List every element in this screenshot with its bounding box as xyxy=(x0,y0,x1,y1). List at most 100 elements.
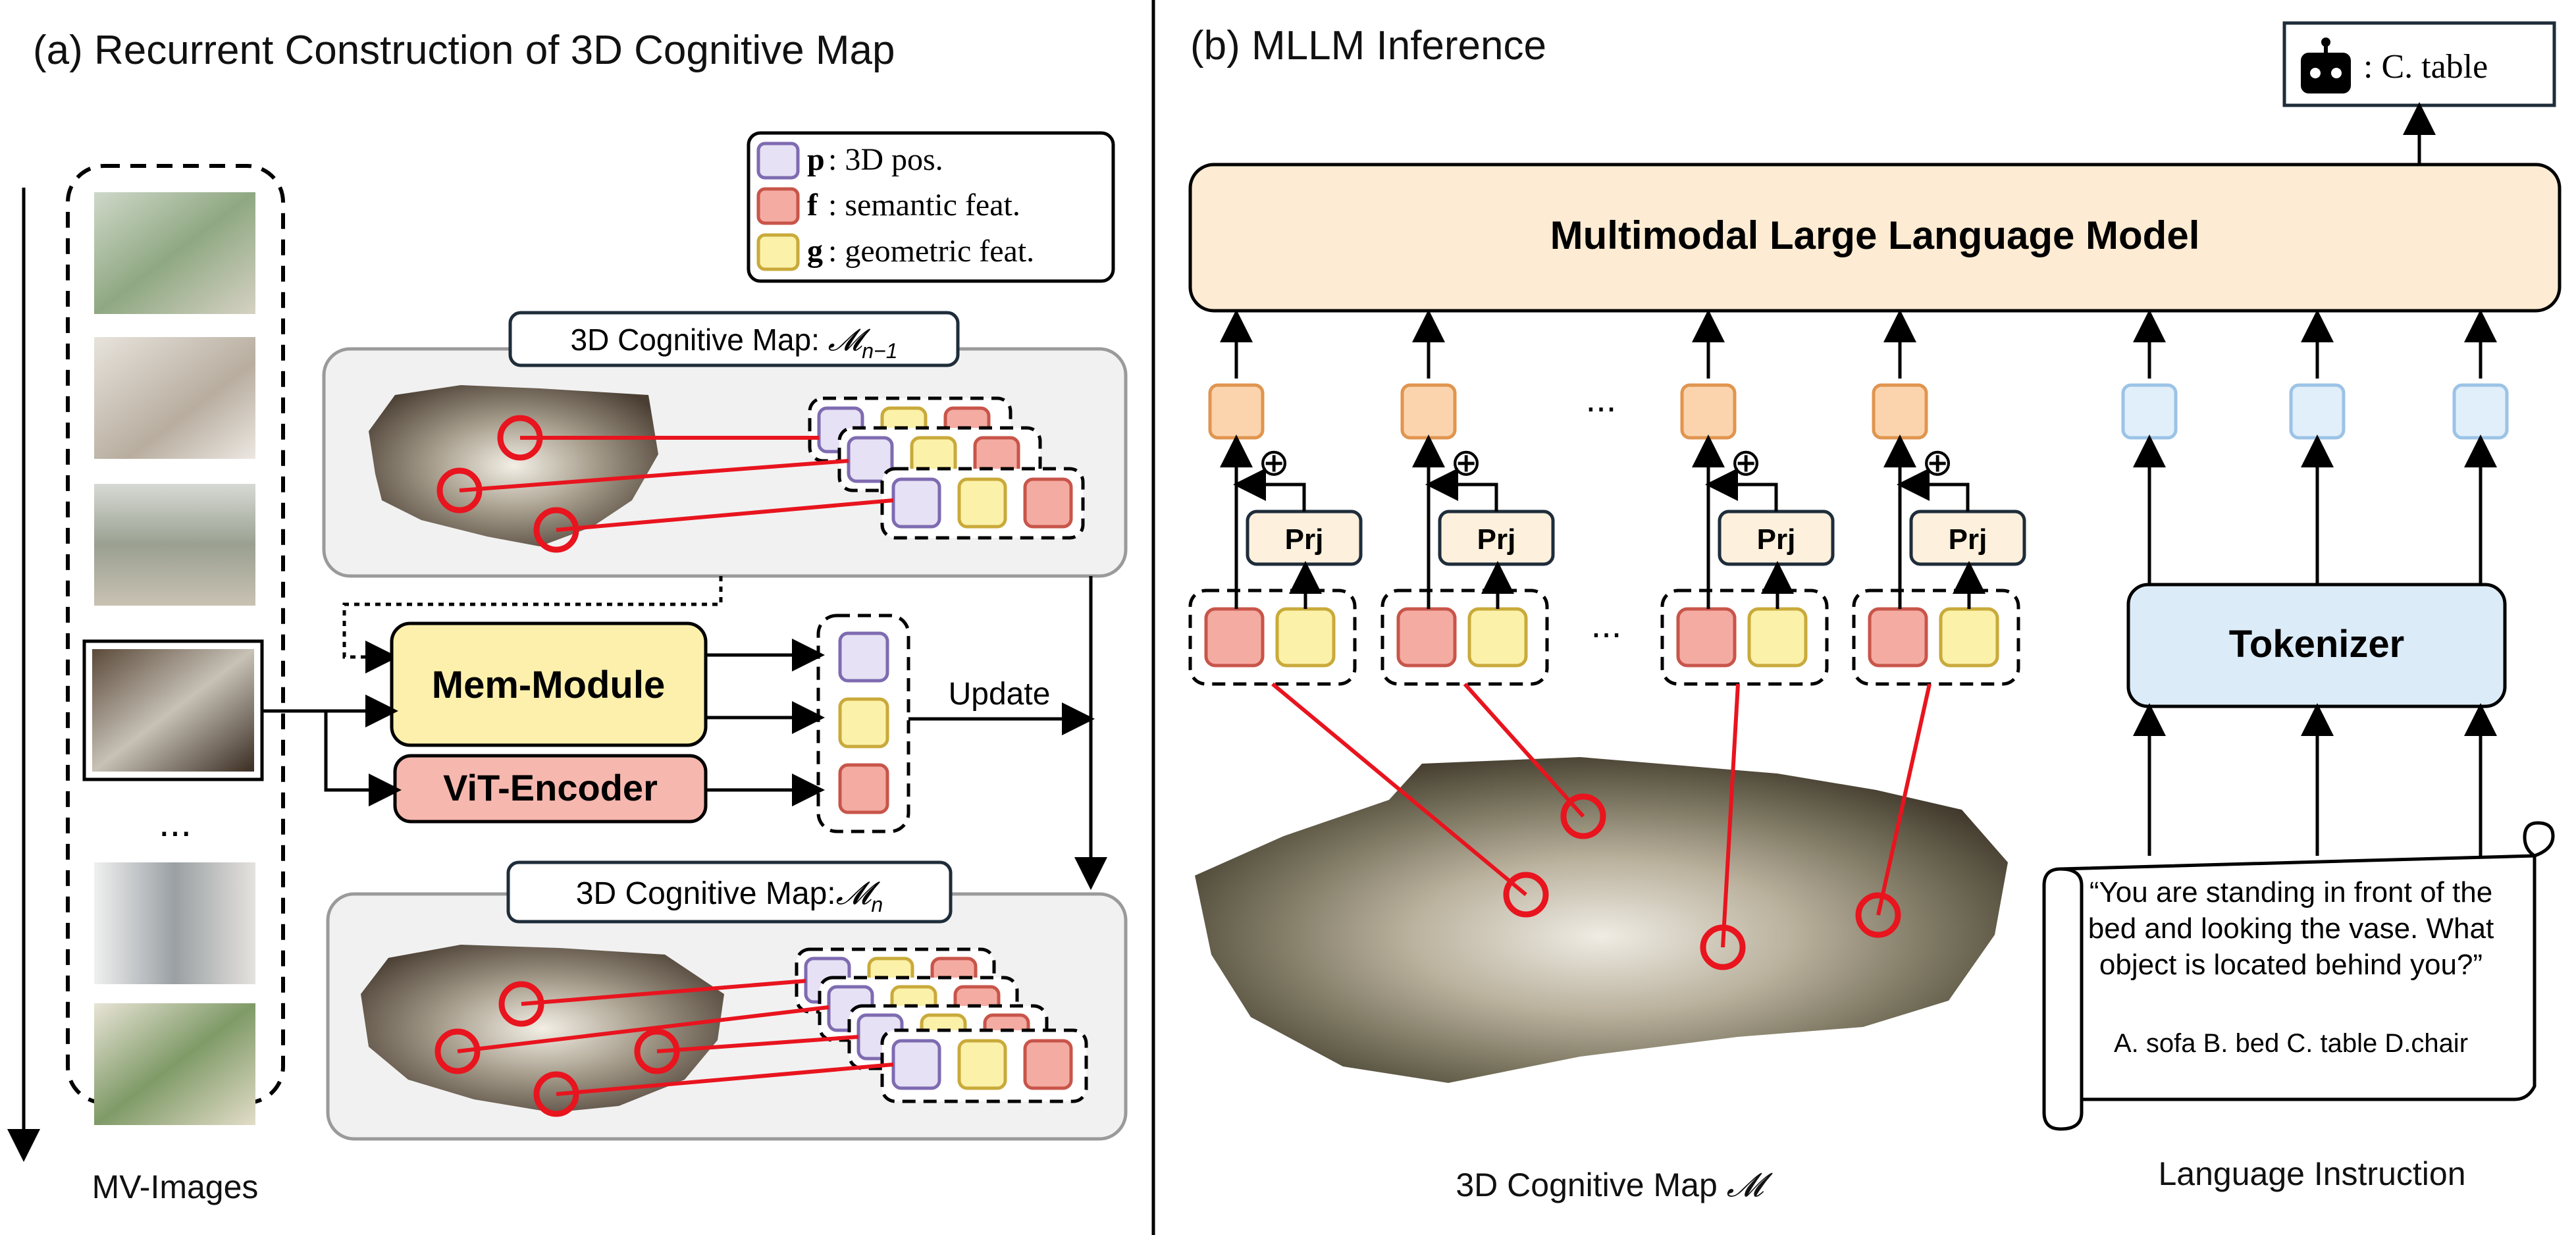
module-to-features-arrows xyxy=(706,639,825,806)
legend-swatch-semantic xyxy=(756,187,800,225)
map-point-circle xyxy=(436,467,483,513)
mem-module-box xyxy=(390,621,708,747)
feat-pos xyxy=(891,477,941,529)
instruction-to-tokenizer-arrows xyxy=(2133,703,2497,856)
feat-sem xyxy=(1023,1039,1073,1090)
legend-swatch-geometric xyxy=(756,233,800,271)
language-token xyxy=(2121,383,2178,440)
scene-prev xyxy=(369,385,658,546)
new-feat-sem xyxy=(838,763,889,814)
mv-images-ellipsis: ... xyxy=(159,801,192,845)
feat-pos xyxy=(891,1039,941,1090)
map-token xyxy=(1400,383,1457,440)
instruction-line-2: bed and looking the vase. What xyxy=(2088,912,2494,945)
prj-group-2: Prj ⊕ xyxy=(1380,434,1555,686)
map-point-circle xyxy=(434,1028,481,1074)
feat-geo xyxy=(1747,607,1808,668)
prj-label: Prj xyxy=(1757,523,1796,556)
instruction-line-1: “You are standing in front of the xyxy=(2090,876,2492,908)
robot-icon xyxy=(2301,38,2351,93)
prj-group-4: Prj ⊕ xyxy=(1852,434,2026,686)
mem-module-label: Mem-Module xyxy=(432,664,665,706)
map-point-circle xyxy=(1700,924,1746,970)
instruction-line-3: object is located behind you?” xyxy=(2099,949,2483,981)
tokenizer-label: Tokenizer xyxy=(2229,623,2404,666)
token-to-mllm-arrows xyxy=(1220,309,2497,379)
output-answer: : C. table xyxy=(2363,48,2488,86)
prj-label: Prj xyxy=(1285,523,1324,556)
prj-group-1: Prj ⊕ xyxy=(1188,434,1363,686)
map-point-circle xyxy=(533,507,579,553)
legend-label-pos: : 3D pos. xyxy=(828,142,943,177)
legend-label-geometric: : geometric feat. xyxy=(828,234,1034,269)
map-point-circle xyxy=(498,981,544,1027)
language-token xyxy=(2289,383,2346,440)
token-ellipsis-top: ... xyxy=(1586,378,1617,419)
map-point-circle xyxy=(497,415,543,461)
map-token xyxy=(1872,383,1928,440)
vit-encoder-label: ViT-Encoder xyxy=(443,767,658,808)
mv-image-2 xyxy=(94,337,255,459)
scene-large xyxy=(1195,757,2008,1083)
prj-label: Prj xyxy=(1477,523,1516,556)
prj-group-3: Prj ⊕ xyxy=(1660,434,1835,686)
instruction-scroll xyxy=(2042,821,2555,1131)
feat-geo xyxy=(1467,607,1528,668)
oplus-symbol: ⊕ xyxy=(1258,441,1290,484)
oplus-symbol: ⊕ xyxy=(1730,441,1762,484)
feat-geo xyxy=(1275,607,1336,668)
legend-swatch-pos xyxy=(756,142,800,180)
oplus-symbol: ⊕ xyxy=(1450,441,1483,484)
mv-image-5 xyxy=(94,862,255,984)
update-label: Update xyxy=(949,677,1051,712)
map-token xyxy=(1680,383,1737,440)
prev-map-links xyxy=(436,415,894,553)
mllm-label: Multimodal Large Language Model xyxy=(1550,213,2200,257)
panel-b-title: (b) MLLM Inference xyxy=(1190,23,1546,68)
curr-map-links xyxy=(434,979,894,1117)
memory-feedback-dotted xyxy=(342,576,723,673)
feat-sem xyxy=(1396,607,1457,668)
cognitive-map-curr-label-box xyxy=(506,860,953,924)
feat-sem xyxy=(1868,607,1928,668)
feat-geo xyxy=(957,1039,1007,1090)
mv-image-3 xyxy=(94,484,255,606)
feat-sem xyxy=(1023,477,1073,529)
map-point-circle xyxy=(634,1028,680,1074)
oplus-symbol: ⊕ xyxy=(1922,441,1954,484)
new-feat-pos xyxy=(838,631,889,683)
map-point-circle xyxy=(1855,892,1901,938)
legend-symbol-f: f xyxy=(807,188,818,223)
mv-image-6 xyxy=(94,1003,255,1125)
map-point-circle xyxy=(1503,872,1549,918)
new-feat-geo xyxy=(838,697,889,749)
prj-label: Prj xyxy=(1949,523,1987,556)
legend-symbol-g: g xyxy=(807,234,823,269)
legend-label-semantic: : semantic feat. xyxy=(828,188,1020,223)
feat-geo xyxy=(957,477,1007,529)
large-map-links xyxy=(1271,682,1932,970)
feat-pos xyxy=(847,436,894,483)
feature-stack-curr xyxy=(795,947,1088,1103)
mv-image-4 xyxy=(92,649,254,772)
map-token xyxy=(1208,383,1265,440)
cognitive-map-prev-label-box xyxy=(508,311,960,367)
feature-stack-prev xyxy=(808,396,1085,540)
legend-box xyxy=(747,131,1115,283)
feat-sem xyxy=(1204,607,1265,668)
tokenizer-to-token-arrows xyxy=(2133,434,2497,585)
language-instruction-label: Language Instruction xyxy=(2158,1155,2465,1192)
panel-a-title: (a) Recurrent Construction of 3D Cogniti… xyxy=(33,28,895,73)
legend-symbol-p: p xyxy=(807,142,825,177)
legend-items: p : 3D pos. f : semantic feat. g : geome… xyxy=(756,142,1034,271)
feat-geo xyxy=(1939,607,1999,668)
map-point-circle xyxy=(1560,793,1606,839)
mv-images-label: MV-Images xyxy=(92,1169,259,1205)
large-map-label: 3D Cognitive Map 𝓜 xyxy=(1456,1167,1773,1203)
cognitive-map-prev-label: 3D Cognitive Map: 𝓜n−1 xyxy=(571,323,898,363)
token-ellipsis-bottom: ... xyxy=(1591,604,1622,645)
language-token xyxy=(2452,383,2509,440)
mllm-box xyxy=(1188,163,2562,313)
feat-sem xyxy=(1676,607,1737,668)
